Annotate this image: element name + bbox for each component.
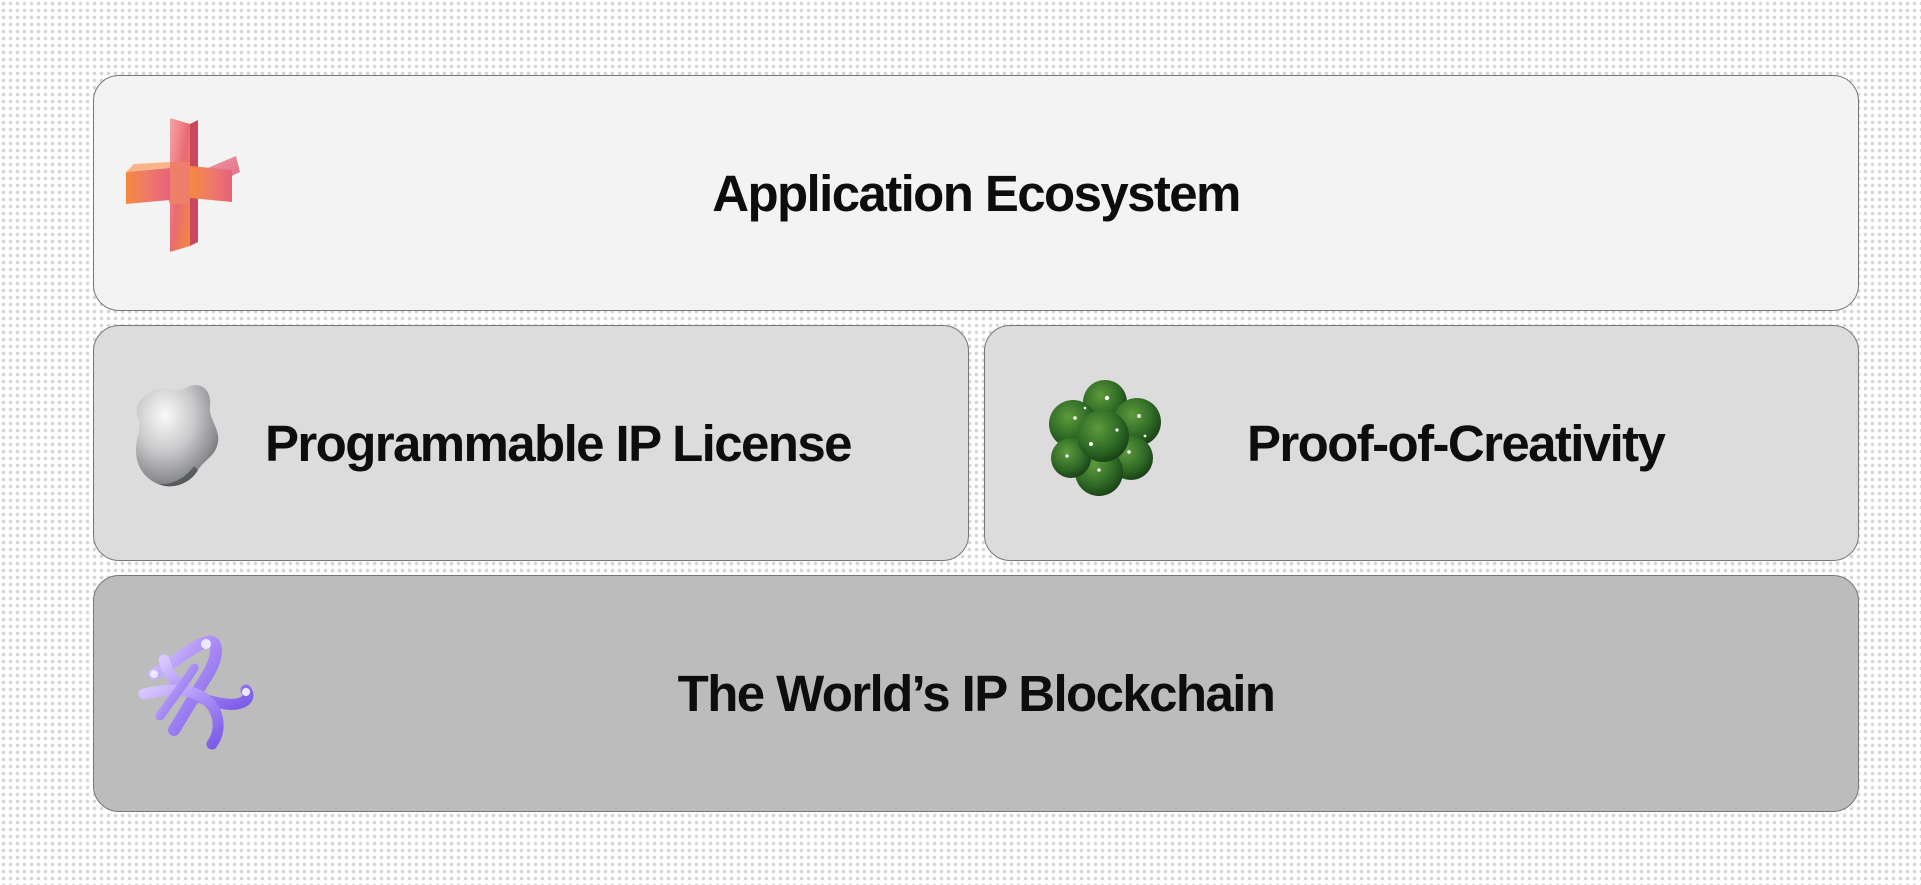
layer-proof-of-creativity: Proof-of-Creativity <box>984 325 1859 561</box>
ip-stack-diagram: Application Ecosystem Programmable IP Li… <box>93 75 1859 812</box>
layer-label: Proof-of-Creativity <box>1247 326 1664 560</box>
layer-label: Programmable IP License <box>265 326 851 560</box>
layer-worlds-ip-blockchain: The World’s IP Blockchain <box>93 575 1859 812</box>
silver-blob-icon <box>128 380 224 492</box>
green-moss-cluster-icon <box>1045 378 1165 498</box>
layer-programmable-ip-license: Programmable IP License <box>93 325 969 561</box>
layer-label: The World’s IP Blockchain <box>94 576 1858 811</box>
layer-label: Application Ecosystem <box>94 76 1858 310</box>
layer-application-ecosystem: Application Ecosystem <box>93 75 1859 311</box>
